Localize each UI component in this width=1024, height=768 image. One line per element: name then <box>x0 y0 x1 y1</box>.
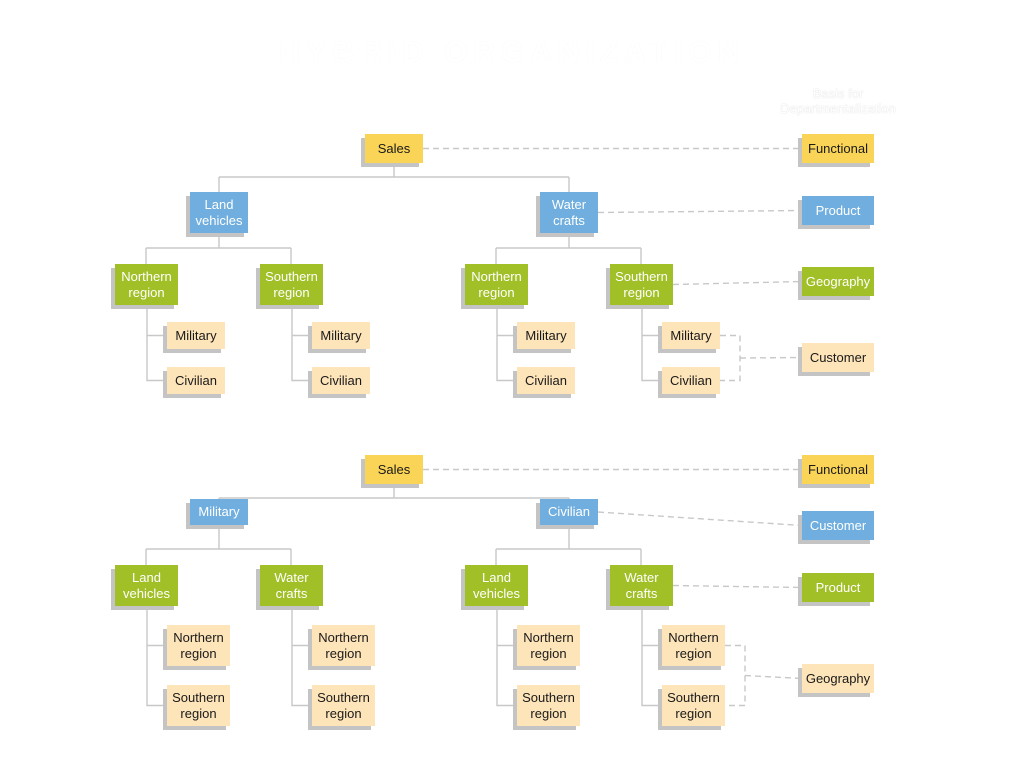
bottom-legend-functional: Functional <box>802 455 874 484</box>
top-l3-military: Military <box>662 322 720 349</box>
top-l3-civilian: Civilian <box>312 367 370 394</box>
top-legend-customer: Customer <box>802 343 874 372</box>
page-title: HYBRID ORGANIZATION <box>278 36 746 69</box>
bottom-root-sales: Sales <box>365 455 423 484</box>
top-legend-link-2 <box>672 280 803 286</box>
bottom-l3-stem-2 <box>496 606 517 707</box>
top-legend-link-1 <box>597 209 803 214</box>
top-l3-civilian: Civilian <box>517 367 575 394</box>
bottom-legend-link-1 <box>597 511 803 527</box>
top-l3-stem-0 <box>146 305 167 382</box>
bottom-l3-stem-0 <box>146 606 167 707</box>
top-l3-military: Military <box>312 322 370 349</box>
top-root-sales: Sales <box>365 134 423 163</box>
bottom-legend-link-3 <box>744 674 803 680</box>
bottom-legend-customer: Customer <box>802 511 874 540</box>
top-legend-geography: Geography <box>802 267 874 296</box>
bottom-l3-stem-1 <box>291 606 312 707</box>
top-legend-link-3 <box>739 356 803 359</box>
top-l3-stem-2 <box>496 305 517 382</box>
bottom-l1-military: Military <box>190 499 248 525</box>
top-l3-stem-1 <box>291 305 312 382</box>
bottom-l1-civilian: Civilian <box>540 499 598 525</box>
top-l3-stem-3 <box>641 305 662 382</box>
bottom-legend-geography: Geography <box>802 664 874 693</box>
bottom-legend-bracket <box>725 644 746 707</box>
bottom-legend-product: Product <box>802 573 874 602</box>
bottom-l3-stem-3 <box>641 606 662 707</box>
bottom-legend-link-2 <box>672 584 803 589</box>
top-legend-bracket <box>720 334 741 382</box>
top-l3-military: Military <box>517 322 575 349</box>
top-l3-civilian: Civilian <box>167 367 225 394</box>
top-l3-military: Military <box>167 322 225 349</box>
top-legend-product: Product <box>802 196 874 225</box>
top-l3-civilian: Civilian <box>662 367 720 394</box>
top-legend-functional: Functional <box>802 134 874 163</box>
